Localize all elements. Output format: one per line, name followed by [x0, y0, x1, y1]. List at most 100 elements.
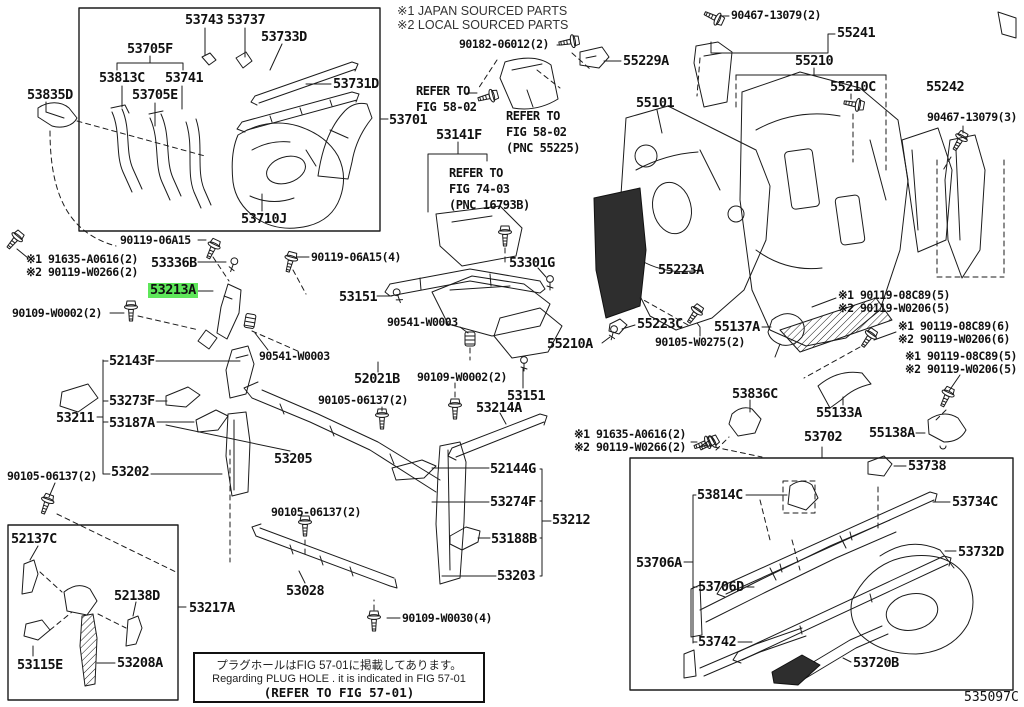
part-53115e	[23, 619, 51, 641]
part-label[interactable]: 53213A	[148, 282, 198, 298]
part-52138d	[125, 615, 143, 647]
part-53203	[435, 441, 467, 585]
part-label[interactable]: 90119-06A15	[120, 233, 191, 247]
part-53706d	[690, 519, 897, 638]
part-label[interactable]: 53741	[165, 70, 204, 86]
part-label[interactable]: 53813C	[99, 70, 145, 86]
part-label[interactable]: 53151	[339, 289, 378, 305]
refer-note: REFER TO FIG 74-03 (PNC 16793B)	[449, 166, 530, 213]
part-label[interactable]: 53732D	[958, 544, 1004, 560]
part-53710j	[231, 122, 344, 229]
part-label[interactable]: 53141F	[436, 127, 482, 143]
part-label[interactable]: 90182-06012(2)	[459, 37, 549, 51]
part-label[interactable]: 55210A	[547, 336, 593, 352]
part-label[interactable]: 53710J	[241, 211, 287, 227]
part-label[interactable]: 53274F	[490, 494, 536, 510]
part-label[interactable]: 90119-06A15(4)	[311, 250, 401, 264]
part-label[interactable]: 53188B	[491, 531, 537, 547]
part-53214a	[447, 413, 548, 461]
part-label[interactable]: 90105-W0275(2)	[655, 335, 745, 349]
note-english: Regarding PLUG HOLE . it is indicated in…	[212, 673, 466, 685]
part-label[interactable]: 55241	[837, 25, 876, 41]
part-label[interactable]: 55101	[636, 95, 675, 111]
part-label[interactable]: 53835D	[27, 87, 73, 103]
part-label[interactable]: 55133A	[816, 405, 862, 421]
assembly-box-top-left	[78, 7, 381, 232]
sourcing-legend: ※1 JAPAN SOURCED PARTS ※2 LOCAL SOURCED …	[397, 4, 569, 33]
part-label[interactable]: ※1 91635-A0616(2) ※2 90119-W0266(2)	[26, 252, 138, 280]
refer-note: REFER TO FIG 58-02	[416, 84, 477, 115]
part-label[interactable]: ※1 90119-08C89(5) ※2 90119-W0206(5)	[838, 288, 950, 316]
part-label[interactable]: 53212	[552, 512, 591, 528]
part-label[interactable]: 90109-W0002(2)	[417, 370, 507, 384]
part-label[interactable]: 90467-13079(2)	[731, 8, 821, 22]
part-label[interactable]: 53731D	[333, 76, 379, 92]
part-label[interactable]: 90105-06137(2)	[7, 469, 97, 483]
part-label[interactable]: 53706D	[698, 579, 744, 595]
part-label[interactable]: 52137C	[11, 531, 57, 547]
legend-line-2: ※2 LOCAL SOURCED PARTS	[397, 17, 569, 32]
part-label[interactable]: 55223A	[658, 262, 704, 278]
part-label[interactable]: 53217A	[189, 600, 235, 616]
part-label[interactable]: 52138D	[114, 588, 160, 604]
part-label[interactable]: 53214A	[476, 400, 522, 416]
part-55138a	[927, 413, 967, 450]
part-label[interactable]: 53211	[56, 410, 95, 426]
part-label[interactable]: 90105-06137(2)	[271, 505, 361, 519]
part-label[interactable]: ※1 91635-A0616(2) ※2 90119-W0266(2)	[574, 427, 686, 455]
part-label[interactable]: 53336B	[151, 255, 197, 271]
part-55133a	[817, 371, 872, 409]
part-label[interactable]: 52021B	[354, 371, 400, 387]
part-label[interactable]: 53205	[274, 451, 313, 467]
figure-code: 535097C	[964, 690, 1019, 705]
part-53738	[867, 455, 893, 477]
part-55223a	[593, 187, 647, 319]
part-label[interactable]: 53742	[698, 634, 737, 650]
part-label[interactable]: 53202	[111, 464, 150, 480]
part-label[interactable]: 53836C	[732, 386, 778, 402]
part-label[interactable]: 55223C	[637, 316, 683, 332]
part-label[interactable]: 90541-W0003	[259, 349, 330, 363]
part-label[interactable]: 53733D	[261, 29, 307, 45]
part-label[interactable]: 55138A	[869, 425, 915, 441]
part-label[interactable]: ※1 90119-08C89(6) ※2 90119-W0206(6)	[898, 319, 1010, 347]
part-53732d	[732, 555, 952, 664]
part-label[interactable]: 53301G	[509, 255, 555, 271]
part-label[interactable]: 53738	[908, 458, 947, 474]
part-53213a	[197, 283, 242, 350]
part-label[interactable]: ※1 90119-08C89(5) ※2 90119-W0206(5)	[905, 349, 1017, 377]
part-53814c	[787, 480, 819, 511]
part-label[interactable]: 53705E	[132, 87, 178, 103]
part-label[interactable]: 53187A	[109, 415, 155, 431]
assembly-box-bottom-right	[629, 457, 1014, 691]
part-label[interactable]: 55210	[795, 53, 834, 69]
part-label[interactable]: 53701	[389, 112, 428, 128]
part-label[interactable]: 55210C	[830, 79, 876, 95]
part-label[interactable]: 53743	[185, 12, 224, 28]
part-label[interactable]: 53028	[286, 583, 325, 599]
part-label[interactable]: 53273F	[109, 393, 155, 409]
part-label[interactable]: 90541-W0003	[387, 315, 458, 329]
part-label[interactable]: 53203	[497, 568, 536, 584]
part-label[interactable]: 53706A	[636, 555, 682, 571]
part-label[interactable]: 90467-13079(3)	[927, 110, 1017, 124]
part-label[interactable]: 55242	[926, 79, 965, 95]
part-label[interactable]: 53702	[804, 429, 843, 445]
part-label[interactable]: 90109-W0002(2)	[12, 306, 102, 320]
part-label[interactable]: 52143F	[109, 353, 155, 369]
part-label[interactable]: 52144G	[490, 461, 536, 477]
part-label[interactable]: 90105-06137(2)	[318, 393, 408, 407]
part-label[interactable]: 53720B	[853, 655, 899, 671]
part-label[interactable]: 53814C	[697, 487, 743, 503]
part-label[interactable]: 55229A	[623, 53, 669, 69]
part-55242	[944, 134, 986, 279]
part-label[interactable]: 53705F	[127, 41, 173, 57]
note-refer: (REFER TO FIG 57-01)	[263, 685, 415, 700]
part-label[interactable]: 53737	[227, 12, 266, 28]
part-label[interactable]: 53734C	[952, 494, 998, 510]
part-label[interactable]: 53151	[507, 388, 546, 404]
part-label[interactable]: 90109-W0030(4)	[402, 611, 492, 625]
part-label[interactable]: 53208A	[117, 655, 163, 671]
part-label[interactable]: 53115E	[17, 657, 63, 673]
part-label[interactable]: 55137A	[714, 319, 760, 335]
